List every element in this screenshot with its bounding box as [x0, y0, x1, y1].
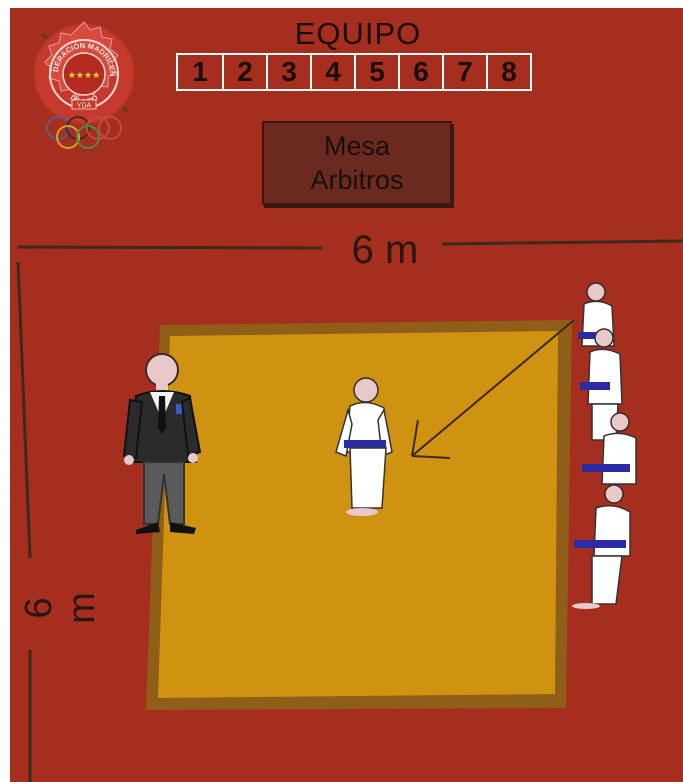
- svg-text:★★★★: ★★★★: [68, 70, 100, 80]
- team-slot-5: 5: [354, 55, 398, 89]
- team-slot-2: 2: [222, 55, 266, 89]
- referee-table-line-2: Arbitros: [310, 163, 403, 197]
- width-dimension-line-left: [18, 247, 322, 248]
- team-number-row: 1 2 3 4 5 6 7 8: [176, 53, 532, 91]
- team-slot-1: 1: [178, 55, 222, 89]
- height-dimension-label: 6 m: [18, 578, 58, 638]
- logo-initials: YDA: [77, 103, 92, 110]
- team-slot-8: 8: [486, 55, 530, 89]
- team-slot-6: 6: [398, 55, 442, 89]
- team-slot-3: 3: [266, 55, 310, 89]
- team-title: EQUIPO: [258, 16, 458, 52]
- team-slot-4: 4: [310, 55, 354, 89]
- width-dimension-label: 6 m: [330, 228, 440, 273]
- referee-table-line-1: Mesa: [324, 129, 390, 163]
- referee-table: Mesa Arbitros: [262, 121, 452, 205]
- team-slot-7: 7: [442, 55, 486, 89]
